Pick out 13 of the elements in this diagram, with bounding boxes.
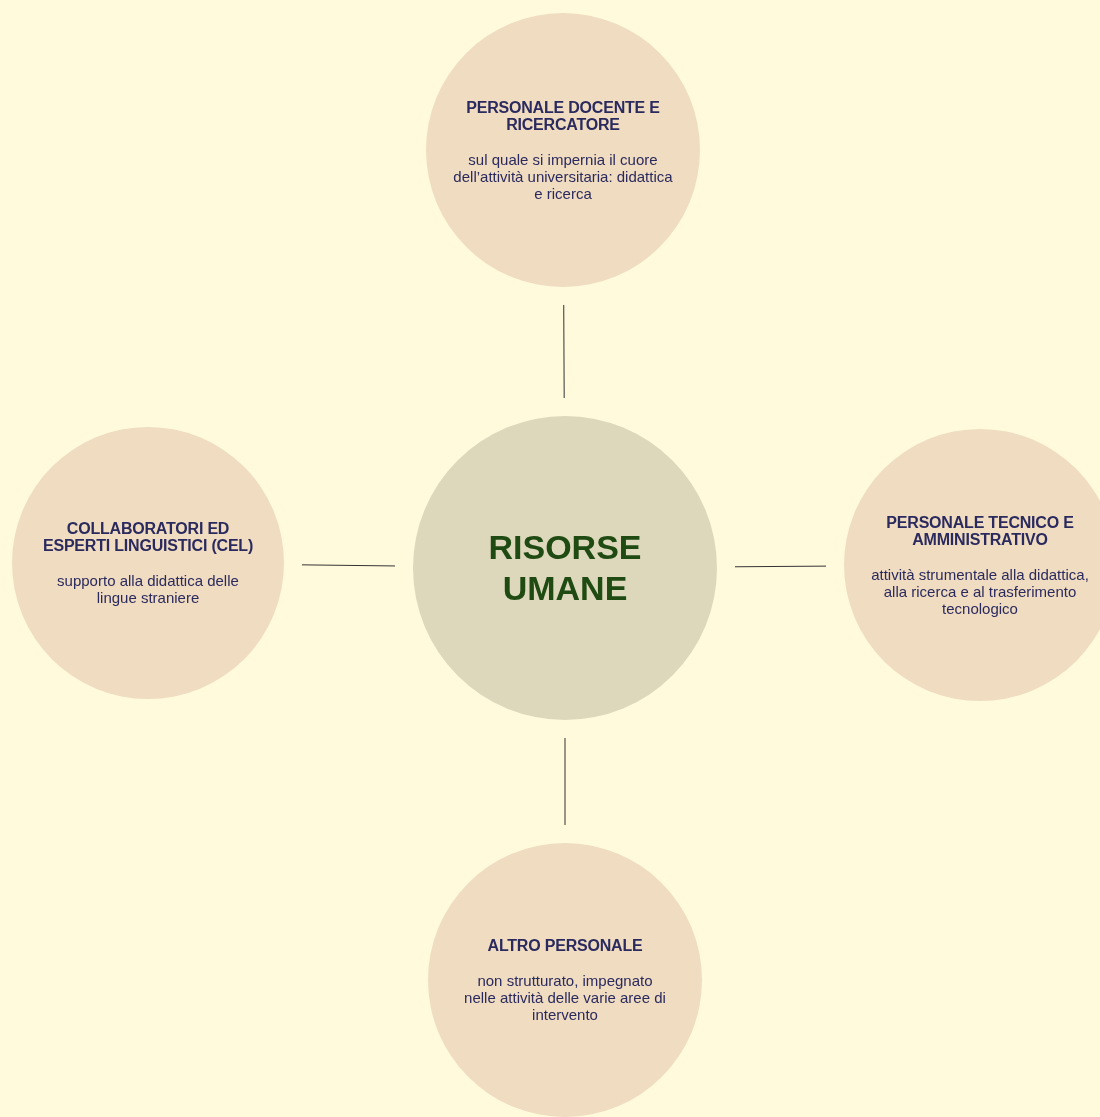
- connector-line: [563, 304, 565, 399]
- heading-text: RISORSE UMANE: [487, 527, 643, 609]
- heading-text: PERSONALE TECNICO E AMMINISTRATIVO: [885, 513, 1075, 548]
- connector-line: [564, 737, 566, 826]
- heading-text: COLLABORATORI ED ESPERTI LINGUISTICI (CEL): [41, 520, 255, 554]
- heading-text: ALTRO PERSONALE: [486, 937, 644, 954]
- description-text: sul quale si impernia il cuore dell’attività universitaria: didattica e ricerca: [453, 150, 673, 202]
- description-text: non strutturato, impegnato nelle attività delle varie aree di intervento: [463, 972, 667, 1023]
- description-text: supporto alla didattica delle lingue straniere: [56, 572, 240, 606]
- description-text: attività strumentale alla didattica, alla ricerca e al trasferimento tecnologico: [870, 565, 1090, 617]
- heading-text: PERSONALE DOCENTE E RICERCATORE: [465, 98, 661, 133]
- connector-line: [734, 565, 827, 568]
- connector-line: [301, 564, 396, 567]
